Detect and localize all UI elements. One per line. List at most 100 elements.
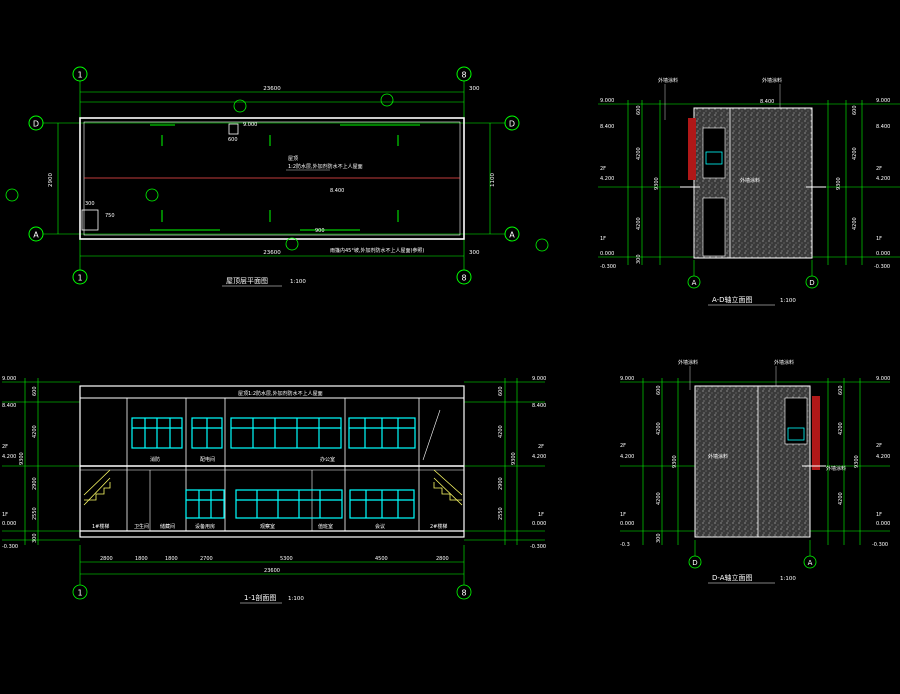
svg-text:300: 300 — [469, 86, 480, 92]
grid-bubble-a-ad: A — [687, 275, 701, 289]
svg-text:1F: 1F — [620, 512, 626, 518]
svg-text:0.000: 0.000 — [876, 251, 890, 257]
svg-text:8.400: 8.400 — [532, 403, 546, 409]
svg-text:外墙涂料: 外墙涂料 — [678, 359, 698, 366]
svg-text:A: A — [808, 559, 813, 567]
svg-text:办公室: 办公室 — [320, 456, 335, 463]
svg-text:600: 600 — [636, 105, 642, 115]
svg-text:2550: 2550 — [32, 507, 38, 520]
svg-text:600: 600 — [852, 105, 858, 115]
svg-text:1F: 1F — [538, 512, 544, 518]
svg-text:9.000: 9.000 — [876, 98, 890, 104]
svg-text:300: 300 — [469, 250, 480, 256]
grid-bubble-d-ad: D — [805, 275, 819, 289]
svg-text:1100: 1100 — [490, 173, 496, 187]
svg-text:1800: 1800 — [165, 556, 178, 562]
roof-outline — [79, 117, 465, 240]
detail-callout-right — [535, 238, 549, 252]
elevation-da-dim-lines — [620, 378, 890, 556]
svg-text:9.000: 9.000 — [532, 376, 546, 382]
svg-text:1: 1 — [77, 274, 82, 283]
elevation-ad-title: A-D轴立面图 — [712, 295, 753, 304]
svg-text:8.400: 8.400 — [600, 124, 614, 130]
svg-text:300: 300 — [85, 201, 95, 207]
svg-text:1F: 1F — [600, 236, 606, 242]
svg-text:雨篷内45°坡,外加剂防水不上人屋面(参照): 雨篷内45°坡,外加剂防水不上人屋面(参照) — [330, 247, 424, 254]
svg-text:A: A — [692, 279, 697, 287]
svg-text:A: A — [509, 231, 515, 240]
svg-text:1F: 1F — [876, 512, 882, 518]
roof-plan-title: 屋顶层平面图 — [226, 277, 268, 285]
svg-text:8.400: 8.400 — [2, 403, 16, 409]
section-windows-lower — [185, 489, 415, 519]
svg-text:2F: 2F — [876, 166, 882, 172]
svg-text:2F: 2F — [620, 443, 626, 449]
svg-text:300: 300 — [636, 254, 642, 264]
svg-text:4200: 4200 — [852, 217, 858, 230]
svg-text:1800: 1800 — [135, 556, 148, 562]
svg-text:2F: 2F — [538, 444, 544, 450]
svg-text:9300: 9300 — [19, 452, 25, 465]
svg-text:D: D — [33, 120, 39, 129]
svg-text:2#楼梯: 2#楼梯 — [430, 523, 447, 530]
svg-text:-0.300: -0.300 — [600, 264, 616, 270]
svg-text:0.000: 0.000 — [532, 521, 546, 527]
svg-text:2800: 2800 — [100, 556, 113, 562]
elevation-da-title: D-A轴立面图 — [712, 573, 753, 582]
svg-text:0.000: 0.000 — [600, 251, 614, 257]
section-stair-right — [433, 469, 463, 506]
svg-text:D: D — [509, 120, 515, 129]
svg-text:A: A — [33, 231, 39, 240]
svg-text:2F: 2F — [2, 444, 8, 450]
svg-text:消防: 消防 — [150, 456, 160, 463]
section-1-1: 消防 配电间 办公室 1#楼梯 卫生间 储藏间 设备用房 观察室 值班室 会议 … — [2, 376, 546, 604]
svg-text:300: 300 — [32, 533, 38, 543]
elevation-a-d: A D 外墙涂料 外墙涂料 8.400 外墙涂料 9.000 8.400 2F … — [598, 77, 900, 306]
section-scale: 1:100 — [288, 596, 304, 602]
svg-text:外墙涂料: 外墙涂料 — [658, 77, 678, 84]
svg-text:0.000: 0.000 — [620, 521, 634, 527]
elevation-da-scale: 1:100 — [780, 576, 796, 582]
elevation-da-red-panel — [812, 396, 820, 470]
svg-text:观察室: 观察室 — [260, 523, 275, 530]
svg-text:配电间: 配电间 — [200, 456, 215, 463]
svg-text:9300: 9300 — [836, 177, 842, 190]
svg-text:300: 300 — [656, 533, 662, 543]
svg-text:8: 8 — [461, 274, 466, 283]
svg-text:0.000: 0.000 — [2, 521, 16, 527]
roof-plan-scale: 1:100 — [290, 279, 306, 285]
svg-text:9300: 9300 — [511, 452, 517, 465]
svg-text:4.200: 4.200 — [620, 454, 634, 460]
svg-text:600: 600 — [838, 385, 844, 395]
svg-text:-0.300: -0.300 — [872, 542, 888, 548]
svg-text:900: 900 — [315, 228, 325, 234]
section-windows-upper — [131, 417, 416, 449]
svg-text:23600: 23600 — [264, 568, 280, 574]
svg-text:2F: 2F — [876, 443, 882, 449]
svg-text:D: D — [809, 279, 814, 287]
svg-text:2900: 2900 — [48, 173, 54, 187]
svg-text:1F: 1F — [2, 512, 8, 518]
svg-text:9300: 9300 — [672, 455, 678, 468]
grid-bubble-1-section: 1 — [72, 584, 88, 600]
svg-text:4.200: 4.200 — [876, 176, 890, 182]
svg-text:600: 600 — [656, 385, 662, 395]
svg-text:4500: 4500 — [375, 556, 388, 562]
svg-text:值班室: 值班室 — [318, 523, 333, 530]
elevation-ad-scale: 1:100 — [780, 298, 796, 304]
svg-text:4200: 4200 — [656, 422, 662, 435]
svg-text:-0.300: -0.300 — [874, 264, 890, 270]
svg-text:-0.3: -0.3 — [620, 542, 630, 548]
svg-text:9300: 9300 — [654, 177, 660, 190]
svg-text:23600: 23600 — [263, 86, 281, 92]
svg-text:外墙涂料: 外墙涂料 — [708, 453, 728, 460]
svg-text:4.200: 4.200 — [532, 454, 546, 460]
svg-text:D: D — [692, 559, 697, 567]
detail-callout-top — [233, 93, 394, 113]
svg-text:9.000: 9.000 — [876, 376, 890, 382]
svg-text:8.400: 8.400 — [876, 124, 890, 130]
svg-text:屋顶1:2防水层,外加剂防水不上人屋面: 屋顶1:2防水层,外加剂防水不上人屋面 — [238, 390, 323, 397]
svg-text:9.000: 9.000 — [620, 376, 634, 382]
svg-text:23600: 23600 — [263, 250, 281, 256]
svg-text:9.000: 9.000 — [600, 98, 614, 104]
